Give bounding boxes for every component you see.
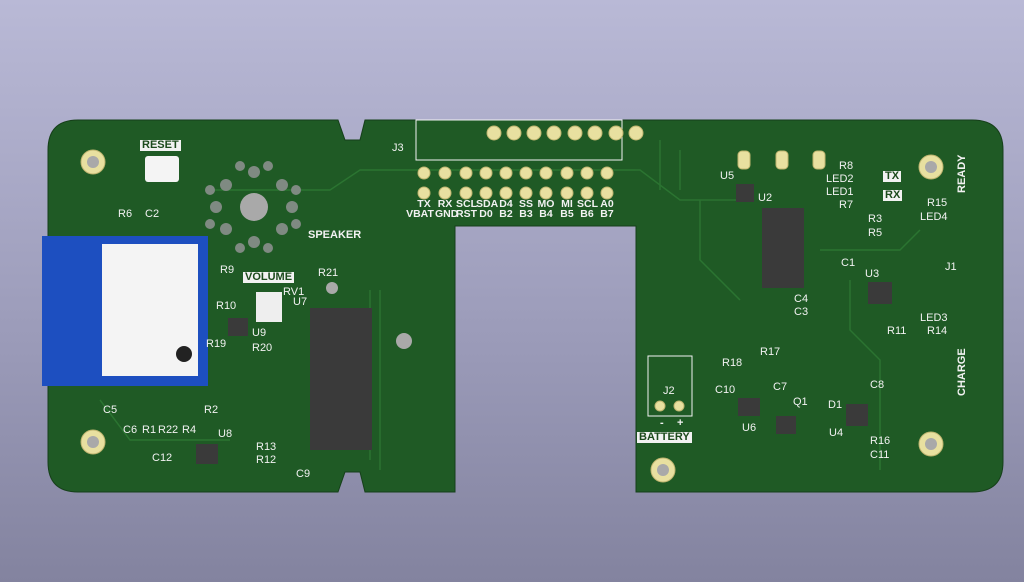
pin-label: A0 [600, 198, 614, 210]
pin-label: B5 [560, 208, 574, 220]
pin-label: D4 [499, 198, 513, 210]
pin-label: MO [537, 198, 555, 210]
c8-label: C8 [870, 379, 885, 391]
c2-label: C2 [145, 208, 160, 220]
pin-label: SCL [577, 198, 598, 210]
c7-label: C7 [773, 381, 788, 393]
c11-label: C11 [870, 449, 890, 461]
c1-label: C1 [841, 257, 856, 269]
u7-label: U7 [293, 296, 308, 308]
pin-label: VBAT [406, 208, 434, 220]
led1-label: LED1 [826, 186, 854, 198]
u2-label: U2 [758, 192, 773, 204]
pin-label: TX [417, 198, 431, 210]
j2-label: J2 [663, 385, 675, 397]
c12-label: C12 [152, 452, 173, 464]
r11-label: R11 [887, 325, 907, 337]
pin-label: B6 [580, 208, 594, 220]
r10-label: R10 [216, 300, 237, 312]
u4-label: U4 [829, 427, 844, 439]
r7-label: R7 [839, 199, 854, 211]
pin-label: B7 [600, 208, 614, 220]
u2-chip [762, 208, 804, 288]
r1-label: R1 [142, 424, 157, 436]
c9-label: C9 [296, 468, 311, 480]
j1-label: J1 [945, 261, 957, 273]
r9-label: R9 [220, 264, 235, 276]
r16-label: R16 [870, 435, 891, 447]
pin-label: GND [435, 208, 459, 220]
battery-plus-label: + [677, 417, 684, 429]
pin-label: D0 [479, 208, 493, 220]
pin-label: B3 [519, 208, 533, 220]
r6-label: R6 [118, 208, 133, 220]
r19-label: R19 [206, 338, 227, 350]
u8-label: U8 [218, 428, 233, 440]
r4-label: R4 [182, 424, 197, 436]
r8-label: R8 [839, 160, 854, 172]
r20-label: R20 [252, 342, 273, 354]
reset-button [145, 156, 179, 182]
u9-label: U9 [252, 327, 267, 339]
battery-minus-label: - [660, 417, 664, 429]
led4-label: LED4 [920, 211, 948, 223]
battery-label: BATTERY [637, 431, 692, 443]
j3-label: J3 [392, 142, 404, 154]
r12-label: R12 [256, 454, 277, 466]
r13-label: R13 [256, 441, 277, 453]
u5-label: U5 [720, 170, 735, 182]
pin-label: B2 [499, 208, 513, 220]
pin-label: SS [518, 198, 533, 210]
u7-chip [310, 308, 372, 450]
volume-pot [256, 292, 282, 322]
volume-label: VOLUME [243, 271, 295, 283]
rv1-label: RV1 [283, 286, 305, 298]
q1-label: Q1 [793, 396, 808, 408]
tx-label: TX [883, 170, 902, 182]
speaker-holes [205, 161, 301, 253]
speaker-label: SPEAKER [308, 229, 362, 241]
pin-label: MI [561, 198, 573, 210]
r2-label: R2 [204, 404, 219, 416]
c3-label: C3 [794, 306, 809, 318]
r15-label: R15 [927, 197, 948, 209]
mounting-holes [80, 149, 944, 483]
c10-label: C10 [715, 384, 736, 396]
led3-label: LED3 [920, 312, 948, 324]
r5-label: R5 [868, 227, 883, 239]
c6-label: C6 [123, 424, 138, 436]
pin-label: B4 [539, 208, 553, 220]
d1-label: D1 [828, 399, 843, 411]
led2-label: LED2 [826, 173, 854, 185]
ready-label: READY [956, 154, 968, 193]
r17-label: R17 [760, 346, 781, 358]
r3-label: R3 [868, 213, 883, 225]
c4-label: C4 [794, 293, 809, 305]
u6-label: U6 [742, 422, 757, 434]
c5-label: C5 [103, 404, 118, 416]
r22-label: R22 [158, 424, 179, 436]
pin-label: RST [456, 208, 477, 220]
u3-label: U3 [865, 268, 880, 280]
reset-label: RESET [140, 139, 181, 151]
pin-label: RX [437, 198, 453, 210]
r18-label: R18 [722, 357, 743, 369]
pin-label: SDA [476, 198, 499, 210]
r14-label: R14 [927, 325, 948, 337]
rx-label: RX [883, 189, 903, 201]
charge-label: CHARGE [956, 348, 968, 396]
pin-label: SCL [456, 198, 477, 210]
r21-label: R21 [318, 267, 339, 279]
